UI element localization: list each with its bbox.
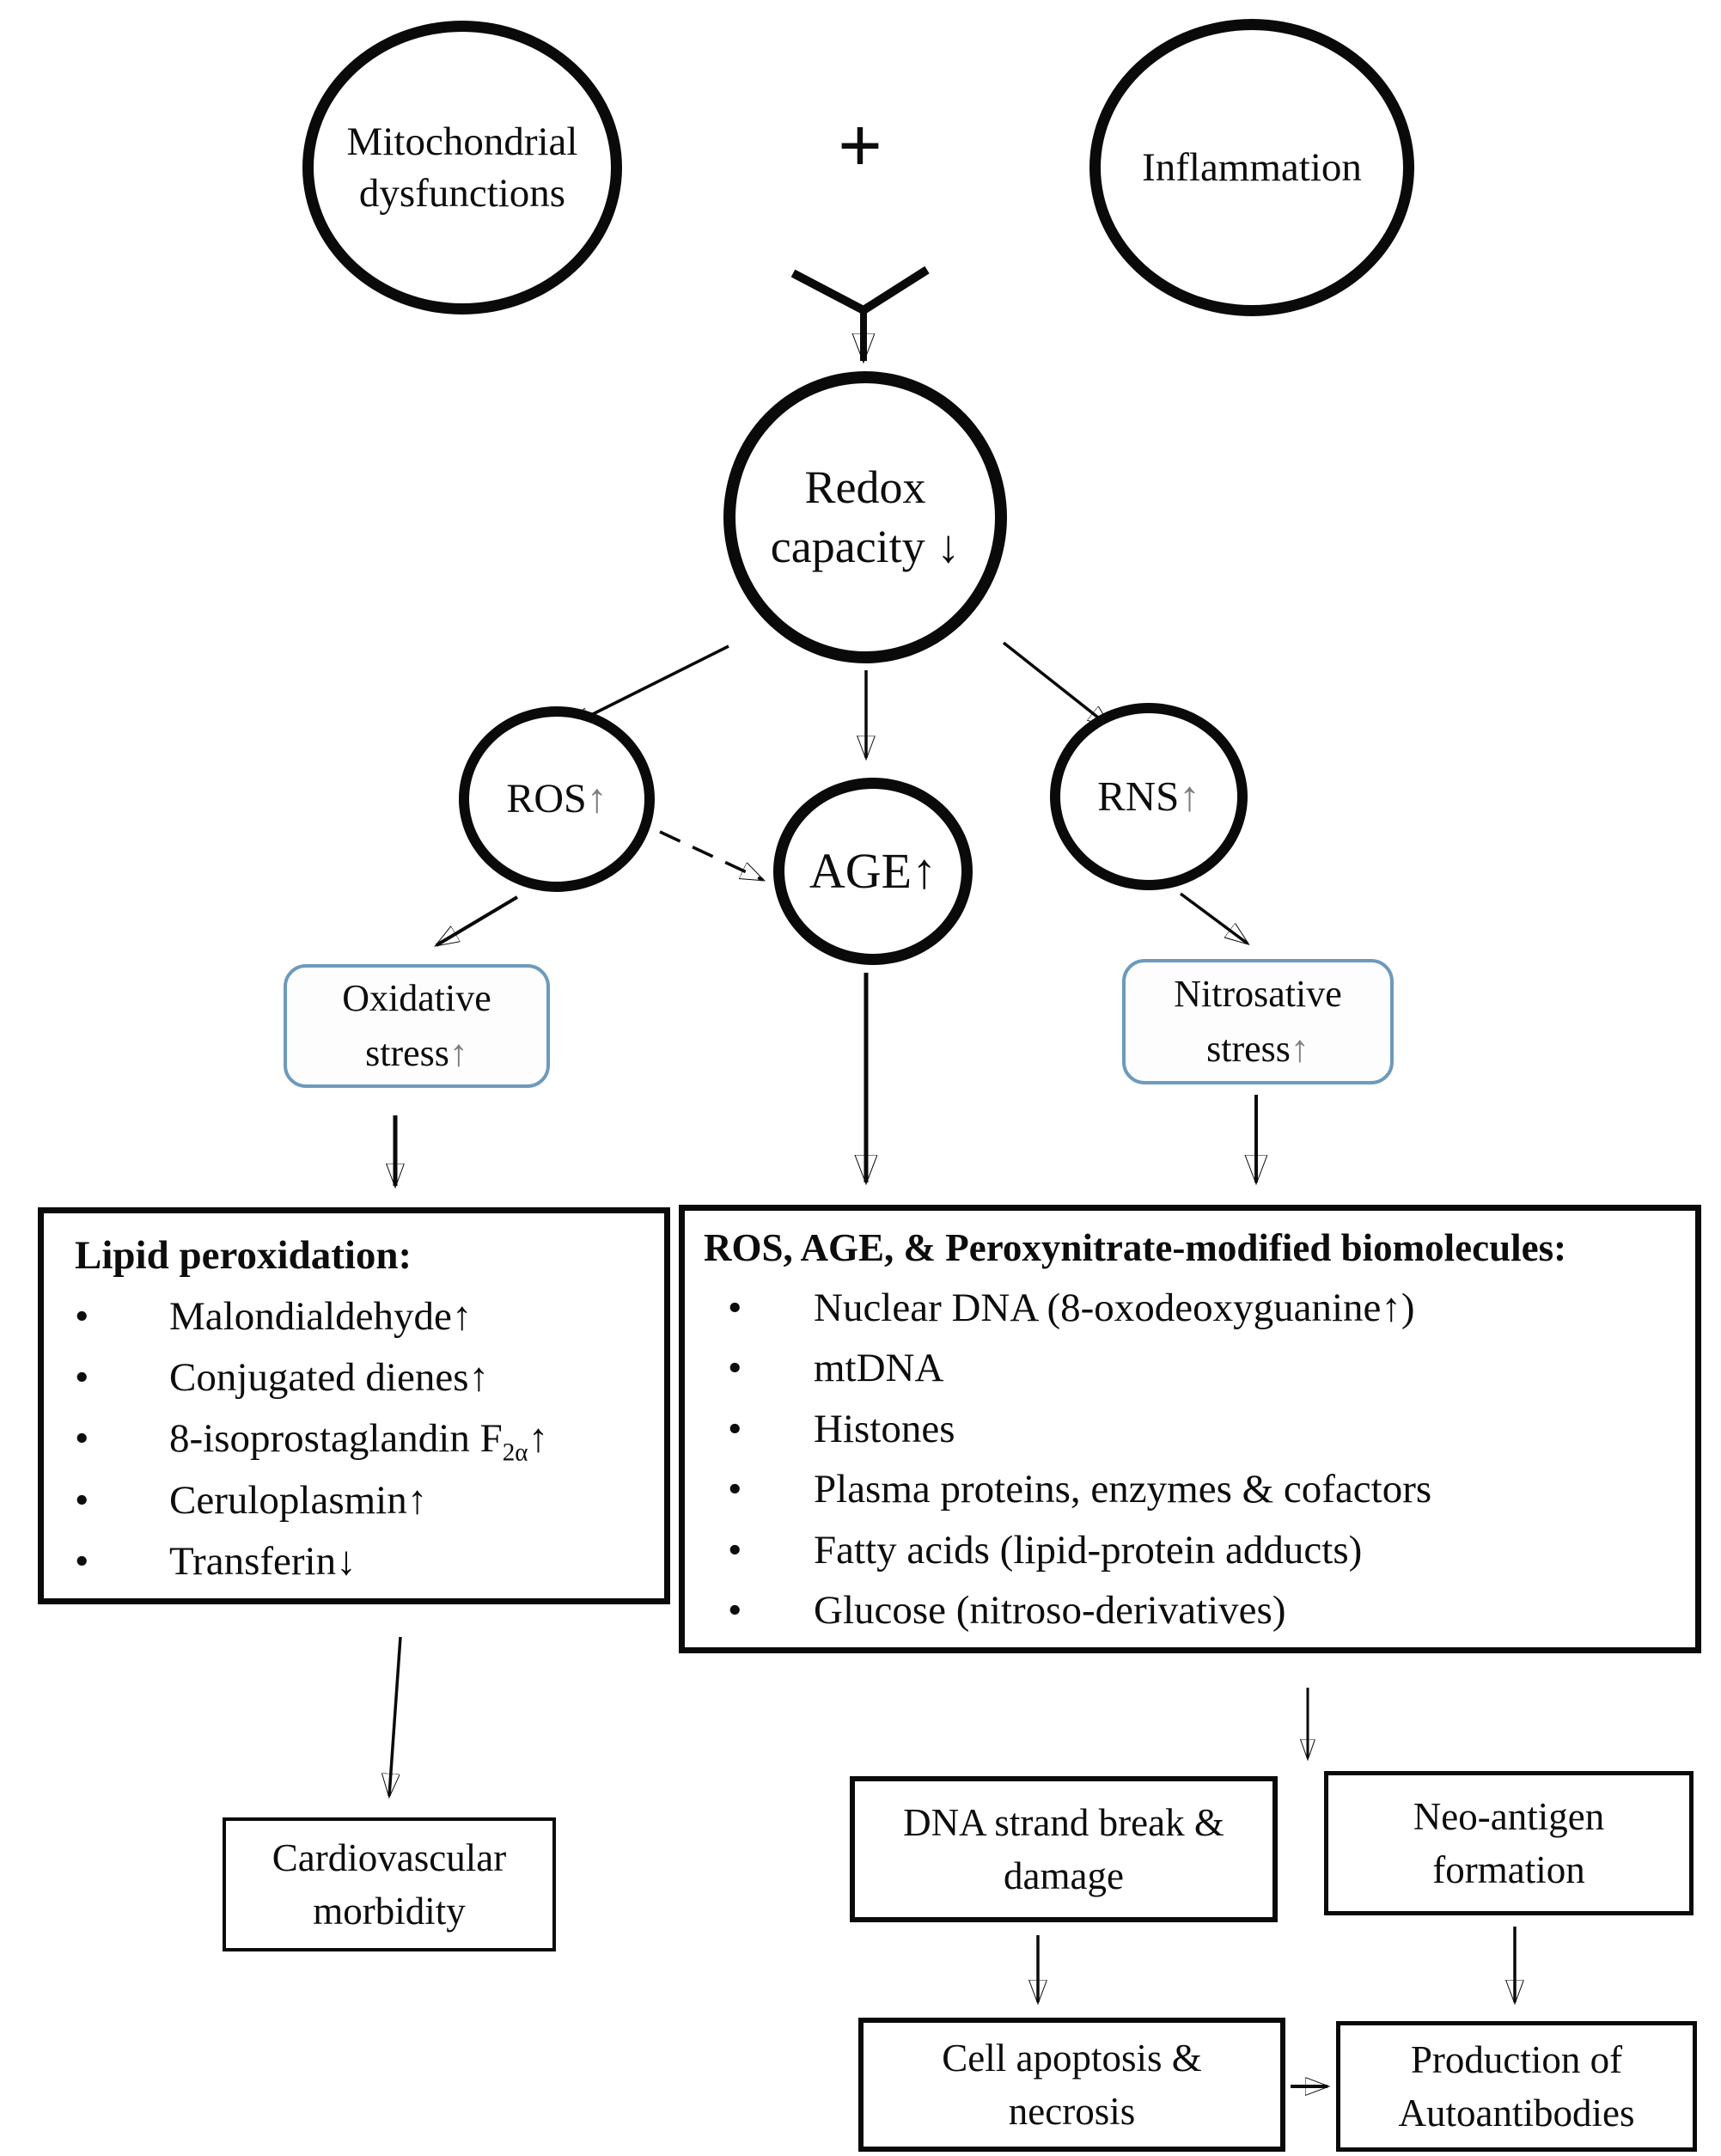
node-rns: RNS↑	[1050, 703, 1248, 890]
list-item: • Histones	[704, 1399, 1687, 1460]
list-item: • Transferin↓	[75, 1531, 656, 1592]
up-arrow-glyph: ↑	[912, 842, 937, 899]
bullet-glyph: •	[728, 1527, 742, 1573]
node-label-line: Cardiovascular	[272, 1835, 507, 1879]
plus-sign: +	[837, 101, 883, 189]
node-label-line: capacity ↓	[770, 521, 961, 572]
bullet-glyph: •	[728, 1588, 742, 1633]
list-item-text: Nuclear DNA (8-oxodeoxyguanine↑)	[814, 1285, 1415, 1330]
node-age: AGE↑	[773, 778, 973, 965]
node-ros: ROS↑	[459, 706, 655, 892]
node-label-line: stress↑	[1174, 1022, 1342, 1077]
node-label-line: formation	[1432, 1848, 1585, 1891]
bullet-glyph: •	[728, 1285, 742, 1330]
node-label: Inflammation	[1142, 144, 1362, 190]
node-label-line: dysfunctions	[358, 171, 566, 216]
list-item: • mtDNA	[704, 1338, 1687, 1399]
box-neo-antigen: Neo-antigen formation	[1324, 1771, 1694, 1915]
node-label-line: Oxidative	[342, 977, 491, 1020]
list-item: • Malondialdehyde↑	[75, 1286, 656, 1347]
node-mitochondrial-dysfunctions: Mitochondrial dysfunctions	[302, 21, 622, 315]
node-label-line: stress↑	[342, 1026, 491, 1081]
node-label-line: morbidity	[313, 1890, 466, 1933]
box-modified-biomolecules: ROS, AGE, & Peroxynitrate-modified biomo…	[679, 1205, 1701, 1653]
up-arrow-glyph: ↑	[586, 776, 607, 822]
list-item-text: Fatty acids (lipid-protein adducts)	[814, 1527, 1363, 1573]
box-dna-strand-break: DNA strand break & damage	[850, 1776, 1278, 1922]
node-redox-capacity: Redox capacity ↓	[723, 371, 1007, 663]
node-label: stress	[365, 1032, 449, 1074]
node-inflammation: Inflammation	[1089, 19, 1414, 316]
node-label-line: Cell apoptosis &	[942, 2036, 1202, 2080]
list-item-text: Plasma proteins, enzymes & cofactors	[814, 1467, 1432, 1512]
up-arrow-glyph: ↑	[449, 1032, 468, 1074]
node-label-line: Mitochondrial	[346, 119, 578, 164]
node-label: RNS	[1097, 772, 1180, 820]
list-item: • Fatty acids (lipid-protein adducts)	[704, 1520, 1687, 1581]
bullet-list: • Malondialdehyde↑ • Conjugated dienes↑ • 8-i…	[75, 1286, 656, 1593]
node-label-line: damage	[1004, 1854, 1124, 1897]
list-item-text: Transferin↓	[169, 1539, 357, 1585]
bullet-glyph: •	[75, 1293, 89, 1339]
box-nitrosative-stress: Nitrosative stress↑	[1122, 959, 1394, 1084]
node-label-line: Production of	[1410, 2037, 1623, 2081]
arrow-rns-to-nitrosative	[1179, 892, 1248, 944]
node-label-line: DNA strand break &	[903, 1800, 1224, 1844]
bullet-glyph: •	[728, 1406, 742, 1451]
node-label-line: necrosis	[1008, 2090, 1136, 2133]
list-item-text: Ceruloplasmin↑	[169, 1477, 428, 1523]
arrow-ros-to-oxidative	[436, 895, 519, 945]
arrow-redox-to-ros	[569, 644, 729, 728]
merge-connector-branches	[790, 266, 930, 315]
bullet-list: •Nuclear DNA (8-oxodeoxyguanine↑)•mtDNA•…	[704, 1278, 1687, 1641]
node-label-line: Neo-antigen	[1413, 1794, 1605, 1838]
arrow-ros-to-age	[659, 830, 763, 882]
arrow-lipid-to-cardiovascular	[389, 1636, 402, 1796]
list-item-text: mtDNA	[814, 1346, 944, 1390]
list-item: • Ceruloplasmin↑	[75, 1470, 656, 1531]
bullet-glyph: •	[75, 1416, 89, 1462]
bullet-glyph: •	[75, 1477, 89, 1523]
box-title: ROS, AGE, & Peroxynitrate-modified biomo…	[704, 1226, 1567, 1269]
list-item-text: Conjugated dienes↑	[169, 1354, 490, 1400]
bullet-glyph: •	[75, 1354, 89, 1400]
bullet-glyph: •	[728, 1346, 742, 1390]
bullet-glyph: •	[75, 1539, 89, 1585]
list-item: • Nuclear DNA (8-oxodeoxyguanine↑)	[704, 1278, 1687, 1339]
list-item: • Conjugated dienes↑	[75, 1347, 656, 1408]
box-title: Lipid peroxidation:	[75, 1233, 412, 1278]
node-label-line: Autoantibodies	[1398, 2092, 1635, 2135]
node-label-line: Nitrosative	[1174, 973, 1342, 1016]
node-label: AGE	[809, 842, 912, 899]
list-item-text: Histones	[814, 1406, 955, 1451]
list-item-text: Malondialdehyde↑	[169, 1293, 473, 1339]
list-item-text: Glucose (nitroso-derivatives)	[814, 1588, 1286, 1633]
box-oxidative-stress: Oxidative stress↑	[284, 964, 550, 1088]
node-label: ROS	[506, 776, 587, 822]
box-production-autoantibodies: Production of Autoantibodies	[1336, 2021, 1697, 2152]
list-item: • 8-isoprostaglandin F2α↑	[75, 1408, 656, 1469]
box-lipid-peroxidation: Lipid peroxidation: • Malondialdehyde↑ • Co…	[38, 1207, 670, 1604]
arrow-redox-to-rns	[1002, 641, 1110, 727]
list-item: • Glucose (nitroso-derivatives)	[704, 1580, 1687, 1641]
box-cardiovascular-morbidity: Cardiovascular morbidity	[223, 1817, 556, 1951]
up-arrow-glyph: ↑	[1290, 1028, 1309, 1070]
list-item-text: 8-isoprostaglandin F2α↑	[169, 1416, 549, 1467]
node-label-line: Redox	[804, 461, 926, 513]
list-item: • Plasma proteins, enzymes & cofactors	[704, 1459, 1687, 1520]
up-arrow-glyph: ↑	[1179, 772, 1200, 820]
node-label: stress	[1206, 1028, 1291, 1070]
box-cell-apoptosis: Cell apoptosis & necrosis	[858, 2018, 1285, 2152]
bullet-glyph: •	[728, 1467, 742, 1512]
